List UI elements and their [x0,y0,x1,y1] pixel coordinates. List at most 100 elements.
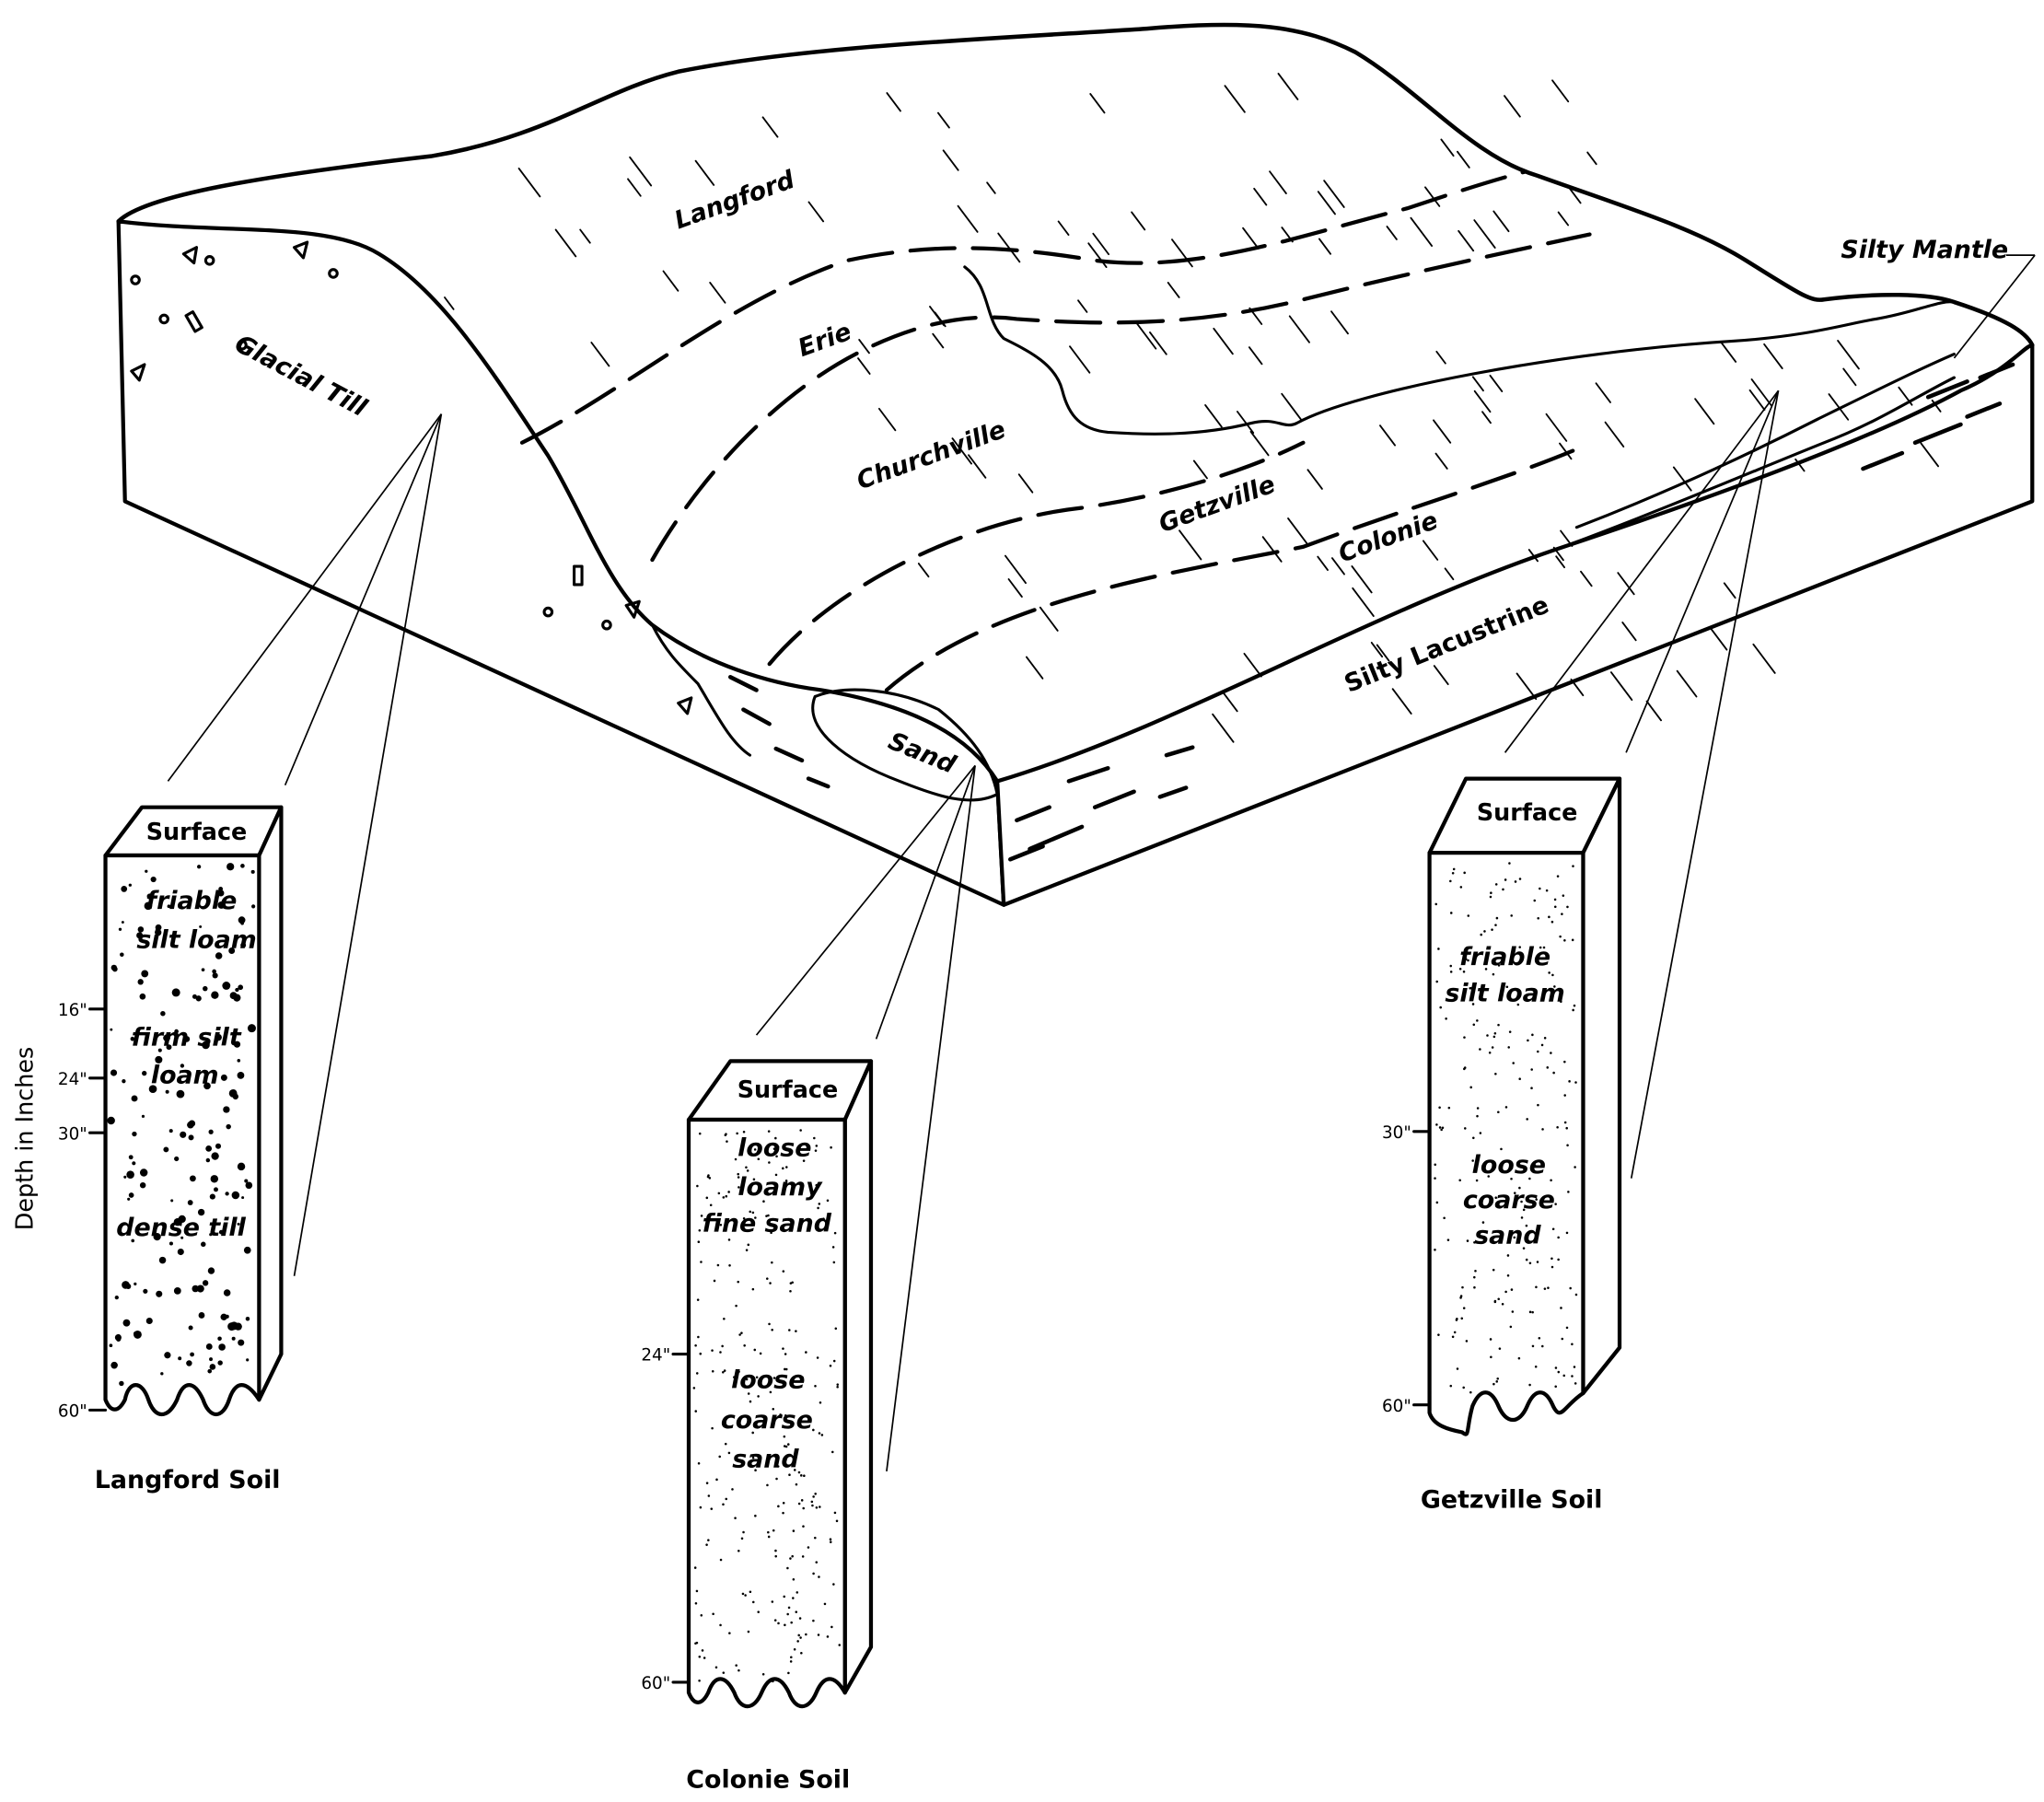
texture-dot [1535,1285,1538,1289]
texture-dot [1509,1325,1513,1329]
texture-dot [1562,894,1565,897]
texture-dot [235,987,239,993]
texture-dot [811,1504,814,1507]
texture-dot [238,984,244,991]
texture-dot [1434,1177,1436,1180]
texture-dot [769,1282,772,1285]
texture-dot [1463,871,1466,875]
texture-dot [126,1170,134,1179]
texture-dot [752,1178,756,1181]
texture-dot [1541,1344,1544,1348]
texture-dot [834,1327,838,1331]
texture-dot [1447,1106,1451,1110]
hatch-mark [1069,345,1091,374]
texture-dot [1476,1114,1479,1118]
texture-dot [829,1364,832,1367]
texture-dot [1494,1196,1497,1199]
texture-dot [1552,1071,1555,1075]
texture-dot [836,1385,839,1389]
texture-dot [798,1617,802,1620]
texture-dot [697,1240,701,1243]
texture-dot [155,929,162,936]
hatch-mark [1424,186,1441,207]
texture-dot [196,865,202,869]
texture-dot [1525,1258,1528,1261]
hatch-mark [1435,350,1446,365]
texture-dot [725,1194,728,1198]
texture-dot [766,1483,769,1487]
texture-dot [727,1451,731,1455]
layer-label: fine sand [703,1210,832,1238]
texture-dot [770,1231,772,1235]
hatch-mark [1473,219,1496,249]
texture-dot [793,1647,796,1651]
texture-dot [698,1655,702,1658]
texture-dot [1462,971,1466,973]
texture-dot [767,1214,770,1217]
texture-dot [722,1196,726,1199]
hatch-mark [1719,341,1737,363]
texture-dot [166,1044,172,1051]
hatch-mark [1092,232,1110,256]
texture-dot [1574,1081,1577,1084]
texture-dot [218,1229,224,1235]
texture-dot [1551,1227,1555,1230]
texture-dot [789,1282,793,1285]
texture-dot [122,1281,130,1289]
texture-dot [815,1506,819,1509]
texture-dot [188,1134,194,1141]
texture-dot [743,1344,746,1347]
texture-dot [796,1640,799,1643]
texture-dot [1486,1034,1489,1037]
texture-dot [1441,1126,1445,1130]
texture-dot [783,1192,785,1195]
layer-label: silt loam [1445,979,1564,1007]
hatch-mark [1609,671,1633,702]
texture-dot [789,1289,792,1293]
texture-dot [1531,1033,1534,1037]
texture-dot [740,1537,744,1540]
texture-dot [114,1333,122,1342]
texture-dot [1514,880,1517,883]
texture-dot [742,1530,745,1534]
texture-dot [1453,1331,1457,1334]
texture-dot [802,1525,805,1528]
texture-dot [726,1140,728,1143]
depth-tick: 60" [1382,1397,1411,1416]
texture-dot [1535,1235,1538,1238]
surface-label: Surface [737,1076,839,1104]
hatch-mark [554,228,577,258]
texture-dot [1534,1365,1538,1368]
texture-dot [1547,1286,1550,1289]
hatch-mark [1492,210,1510,233]
texture-dot [700,1614,703,1617]
hatch-mark [1269,170,1287,194]
texture-dot [786,1443,790,1446]
hatch-mark [1489,374,1504,392]
texture-dot [180,1064,185,1068]
texture-dot [141,970,149,978]
texture-dot [737,1549,740,1552]
texture-dot [795,1482,798,1486]
texture-dot [1475,1179,1479,1182]
hatch-mark [1224,85,1246,113]
hatch-mark [1559,442,1573,460]
texture-dot [1474,1269,1477,1273]
hatch-mark [1750,378,1772,407]
texture-dot [1548,971,1550,974]
texture-dot [1565,1326,1569,1330]
texture-dot [1522,1208,1526,1212]
texture-dot [1528,1177,1531,1180]
hatch-mark [1621,622,1637,642]
texture-dot [785,1166,788,1168]
texture-dot [801,1376,804,1379]
texture-dot [783,1595,786,1599]
texture-dot [1513,1236,1516,1239]
texture-dot [1566,905,1569,909]
texture-dot [696,1298,700,1301]
hatch-mark [807,201,825,223]
texture-dot [767,1530,770,1534]
texture-dot [1500,1147,1503,1151]
texture-dot [749,1210,751,1214]
texture-dot [237,1222,240,1226]
